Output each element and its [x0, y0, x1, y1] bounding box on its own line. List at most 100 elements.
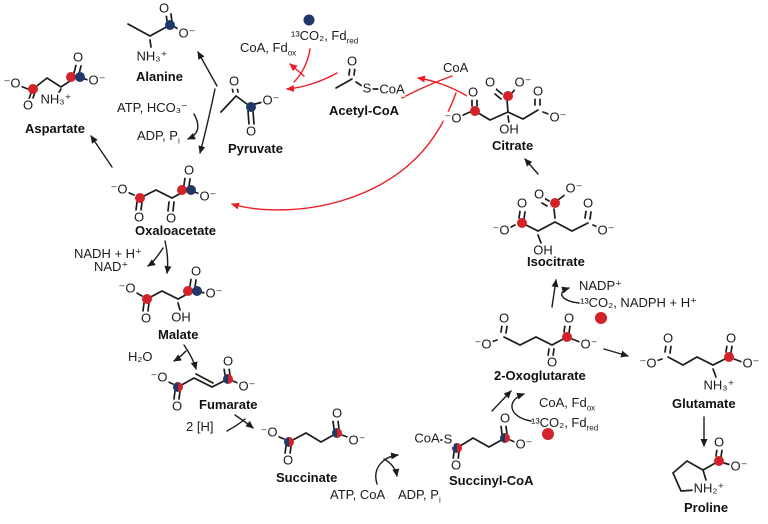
- arrow-malate-to-fumarate: [183, 344, 198, 370]
- c13-dot-red: [28, 84, 38, 94]
- c13-dot-half-red: [178, 382, 183, 392]
- proline-nh2: NH₂⁺: [692, 480, 726, 496]
- alanine-structure: [127, 12, 182, 48]
- oxaloacetate-minus-o: ⁻O: [109, 181, 129, 197]
- glutamate-label: Glutamate: [672, 396, 736, 411]
- arrow-succinylcoa-to-oxoglutarate: [491, 390, 512, 412]
- acetyl-coa-structure: [335, 66, 382, 90]
- c13-dot-half-blue: [173, 382, 178, 392]
- fumarate-o-up: O: [221, 353, 235, 369]
- citrate-o-top: O: [483, 74, 497, 90]
- alanine-label: Alanine: [136, 69, 183, 84]
- adp-pi-label-1: ADP, Pi: [137, 128, 180, 146]
- acetylcoa-s: S: [361, 80, 373, 96]
- fumarate-label: Fumarate: [199, 397, 258, 412]
- citrate-o-left: O: [466, 84, 480, 100]
- malate-minus-o: ⁻O: [117, 280, 137, 296]
- arrow-oxoglutarate-to-glutamate: [603, 348, 629, 358]
- oxaloacetate-label: Oxaloacetate: [135, 223, 216, 238]
- c13-dot-half-blue: [500, 433, 505, 443]
- aspartate-o-minus: O⁻: [87, 72, 107, 88]
- co2-fdred-label-top: ¹³CO₂, Fdred: [291, 28, 359, 46]
- arrow-to-adp-pi-1: [187, 113, 199, 140]
- adp-pi-label-2: ADP, Pi: [398, 487, 441, 505]
- c13-dot-blue: [165, 20, 175, 30]
- arrow-acetylcoa-to-pyruvate: [286, 72, 338, 92]
- c13-dot-red-co2-fdred: [542, 428, 554, 440]
- succinate-label: Succinate: [276, 470, 338, 485]
- oxaloacetate-structure: [126, 177, 201, 212]
- succinylcoa-o-up: O: [498, 410, 512, 426]
- c13-dot-half-blue: [284, 437, 289, 447]
- c13-dot-red: [470, 106, 480, 116]
- arrow-pyruvate-to-alanine: [197, 51, 218, 87]
- citrate-structure: [460, 86, 552, 124]
- c13-dot-red: [66, 72, 76, 82]
- citrate-label: Citrate: [492, 138, 534, 153]
- isocitrate-o-top: O: [532, 186, 546, 202]
- c13-dot-half-red: [505, 433, 510, 443]
- co2-fdred-label-2: ¹³CO₂, Fdred: [531, 415, 599, 433]
- pyruvate-o-minus: O⁻: [261, 92, 281, 108]
- isocitrate-o-left: O: [515, 195, 529, 211]
- c13-dot-red: [142, 294, 152, 304]
- alanine-nh3: NH₃⁺: [135, 48, 169, 64]
- oxoglutarate-o-minus: O⁻: [579, 336, 599, 352]
- oxoglutarate-structure: [490, 324, 581, 357]
- proline-o-up: O: [712, 434, 726, 450]
- malate-structure: [134, 278, 207, 312]
- isocitrate-minus-o: ⁻O: [491, 222, 511, 238]
- c13-dot-red: [562, 332, 572, 342]
- pyruvate-o-up: O: [227, 73, 241, 89]
- coa-fdox-label-top: CoA, Fdox: [240, 40, 297, 58]
- c13-dot-red: [183, 286, 193, 296]
- proline-o-minus: O⁻: [729, 458, 749, 474]
- glutamate-nh3: NH₃⁺: [702, 377, 736, 393]
- c13-dot-blue: [75, 72, 85, 82]
- malate-o-down: O: [139, 310, 153, 326]
- citrate-o-right: O: [531, 83, 545, 99]
- oxaloacetate-o-down1: O: [132, 209, 146, 225]
- aspartate-structure: [19, 64, 90, 100]
- oxoglutarate-o-left: O: [497, 310, 511, 326]
- oxaloacetate-o-minus: O⁻: [198, 188, 218, 204]
- alanine-o-minus: O⁻: [177, 25, 197, 41]
- arrow-to-coa-fdox: [289, 63, 305, 77]
- succinylcoa-o-minus: O⁻: [514, 436, 534, 452]
- oxoglutarate-minus-o: ⁻O: [473, 336, 493, 352]
- succinylcoa-o-down: O: [449, 457, 463, 473]
- oxoglutarate-o-right: O: [562, 310, 576, 326]
- oxoglutarate-label: 2-Oxoglutarate: [494, 368, 586, 383]
- succinate-o-down: O: [281, 452, 295, 468]
- c13-dot-red: [724, 352, 734, 362]
- succinylcoa-s: S: [442, 431, 454, 447]
- glutamate-o-right: O: [724, 330, 738, 346]
- arrow-to-nad: [147, 247, 164, 267]
- two-h-label: 2 [H]: [186, 419, 214, 434]
- pyruvate-structure: [220, 86, 264, 125]
- nadp-label: NADP⁺: [579, 278, 622, 293]
- alanine-o-up: O: [157, 0, 171, 16]
- succinate-o-minus: O⁻: [347, 432, 367, 448]
- co2-fdred-input-curve: [293, 48, 311, 83]
- arrow-to-nadp: [561, 286, 580, 304]
- acetyl-coa-label: Acetyl-CoA: [329, 103, 400, 118]
- c13-dot-blue: [192, 286, 202, 296]
- arrow-to-h2o: [173, 350, 187, 362]
- aspartate-o-up: O: [71, 49, 85, 65]
- c13-dot-blue-co2-top: [303, 14, 315, 26]
- pyruvate-label: Pyruvate: [228, 141, 283, 156]
- succinylcoa-coa: CoA: [413, 430, 441, 446]
- arrow-fumarate-to-succinate: [234, 414, 254, 429]
- c13-dot-half-red: [289, 437, 294, 447]
- malate-o-up: O: [189, 263, 203, 279]
- coa-fdox-label-2: CoA, Fdox: [539, 395, 596, 413]
- fumarate-o-down: O: [170, 398, 184, 414]
- c13-dot-red-co2-nadph: [595, 312, 607, 324]
- arrow-pyruvate-to-oxaloacetate: [198, 88, 216, 154]
- isocitrate-oh: OH: [532, 242, 554, 258]
- malate-label: Malate: [158, 327, 199, 342]
- malate-oh: OH: [170, 309, 192, 325]
- succinate-minus-o: ⁻O: [259, 424, 279, 440]
